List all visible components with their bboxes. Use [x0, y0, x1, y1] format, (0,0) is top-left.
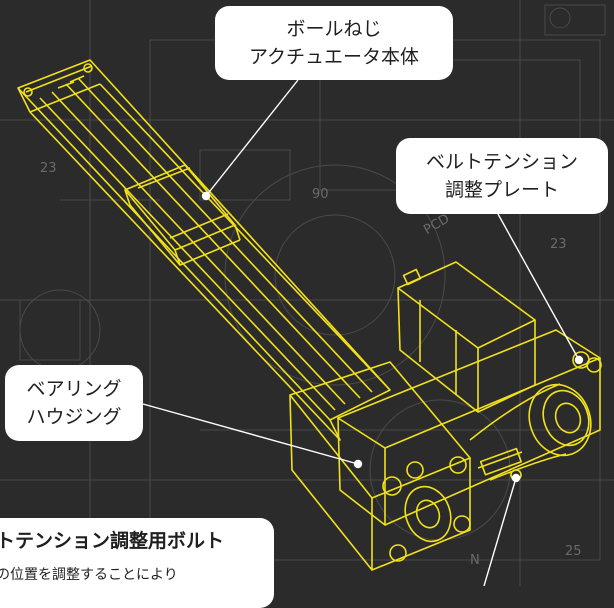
leader-dot-plate — [574, 355, 584, 365]
pulley — [469, 383, 592, 481]
blueprint-label: 23 — [40, 161, 57, 176]
leader-dot-bolt — [511, 473, 521, 483]
actuator-rail — [17, 59, 391, 441]
callout-ballscrew-line1: ボールねじ — [286, 18, 382, 40]
callout-ballscrew-line2: アクチュエータ本体 — [248, 46, 420, 68]
belt-plate — [337, 329, 602, 526]
callout-ballscrew-actuator: ボールねじ アクチュエータ本体 — [215, 6, 453, 80]
callout-plate-line1: ベルトテンション — [425, 151, 578, 173]
callout-bolt-subtitle: の位置を調整することにより — [0, 567, 178, 583]
actuator-drawing — [17, 59, 602, 571]
callout-bolt-title: トテンション調整用ボルト — [0, 530, 225, 552]
leader-dot-bearing — [353, 459, 363, 469]
blueprint-label: N — [470, 553, 480, 568]
carriage — [124, 164, 241, 266]
callout-plate-line2: 調整プレート — [444, 179, 559, 201]
callout-belt-tension-plate: ベルトテンション 調整プレート — [396, 138, 608, 214]
blueprint-label: 25 — [565, 544, 582, 559]
leader-bolt — [483, 477, 517, 586]
blueprint-background — [0, 0, 614, 586]
blueprint-label: 90 — [312, 187, 329, 202]
leader-plate — [497, 213, 580, 361]
callout-bearing-housing: ベアリング ハウジング — [5, 365, 143, 441]
motor — [397, 261, 536, 413]
bearing-housing — [289, 361, 471, 571]
leader-lines — [142, 79, 584, 586]
tension-bolt — [477, 447, 523, 481]
drawing-canvas: 23 90 PCD 23 25 N — [0, 0, 614, 586]
leader-bearing — [142, 403, 359, 465]
blueprint-label: 23 — [550, 237, 567, 252]
callout-bearing-line1: ベアリング — [26, 378, 122, 400]
callout-bearing-line2: ハウジング — [26, 406, 122, 428]
callout-tension-bolt: トテンション調整用ボルト の位置を調整することにより — [0, 518, 274, 608]
leader-ballscrew — [205, 79, 299, 197]
leader-dot-ballscrew — [201, 191, 211, 201]
